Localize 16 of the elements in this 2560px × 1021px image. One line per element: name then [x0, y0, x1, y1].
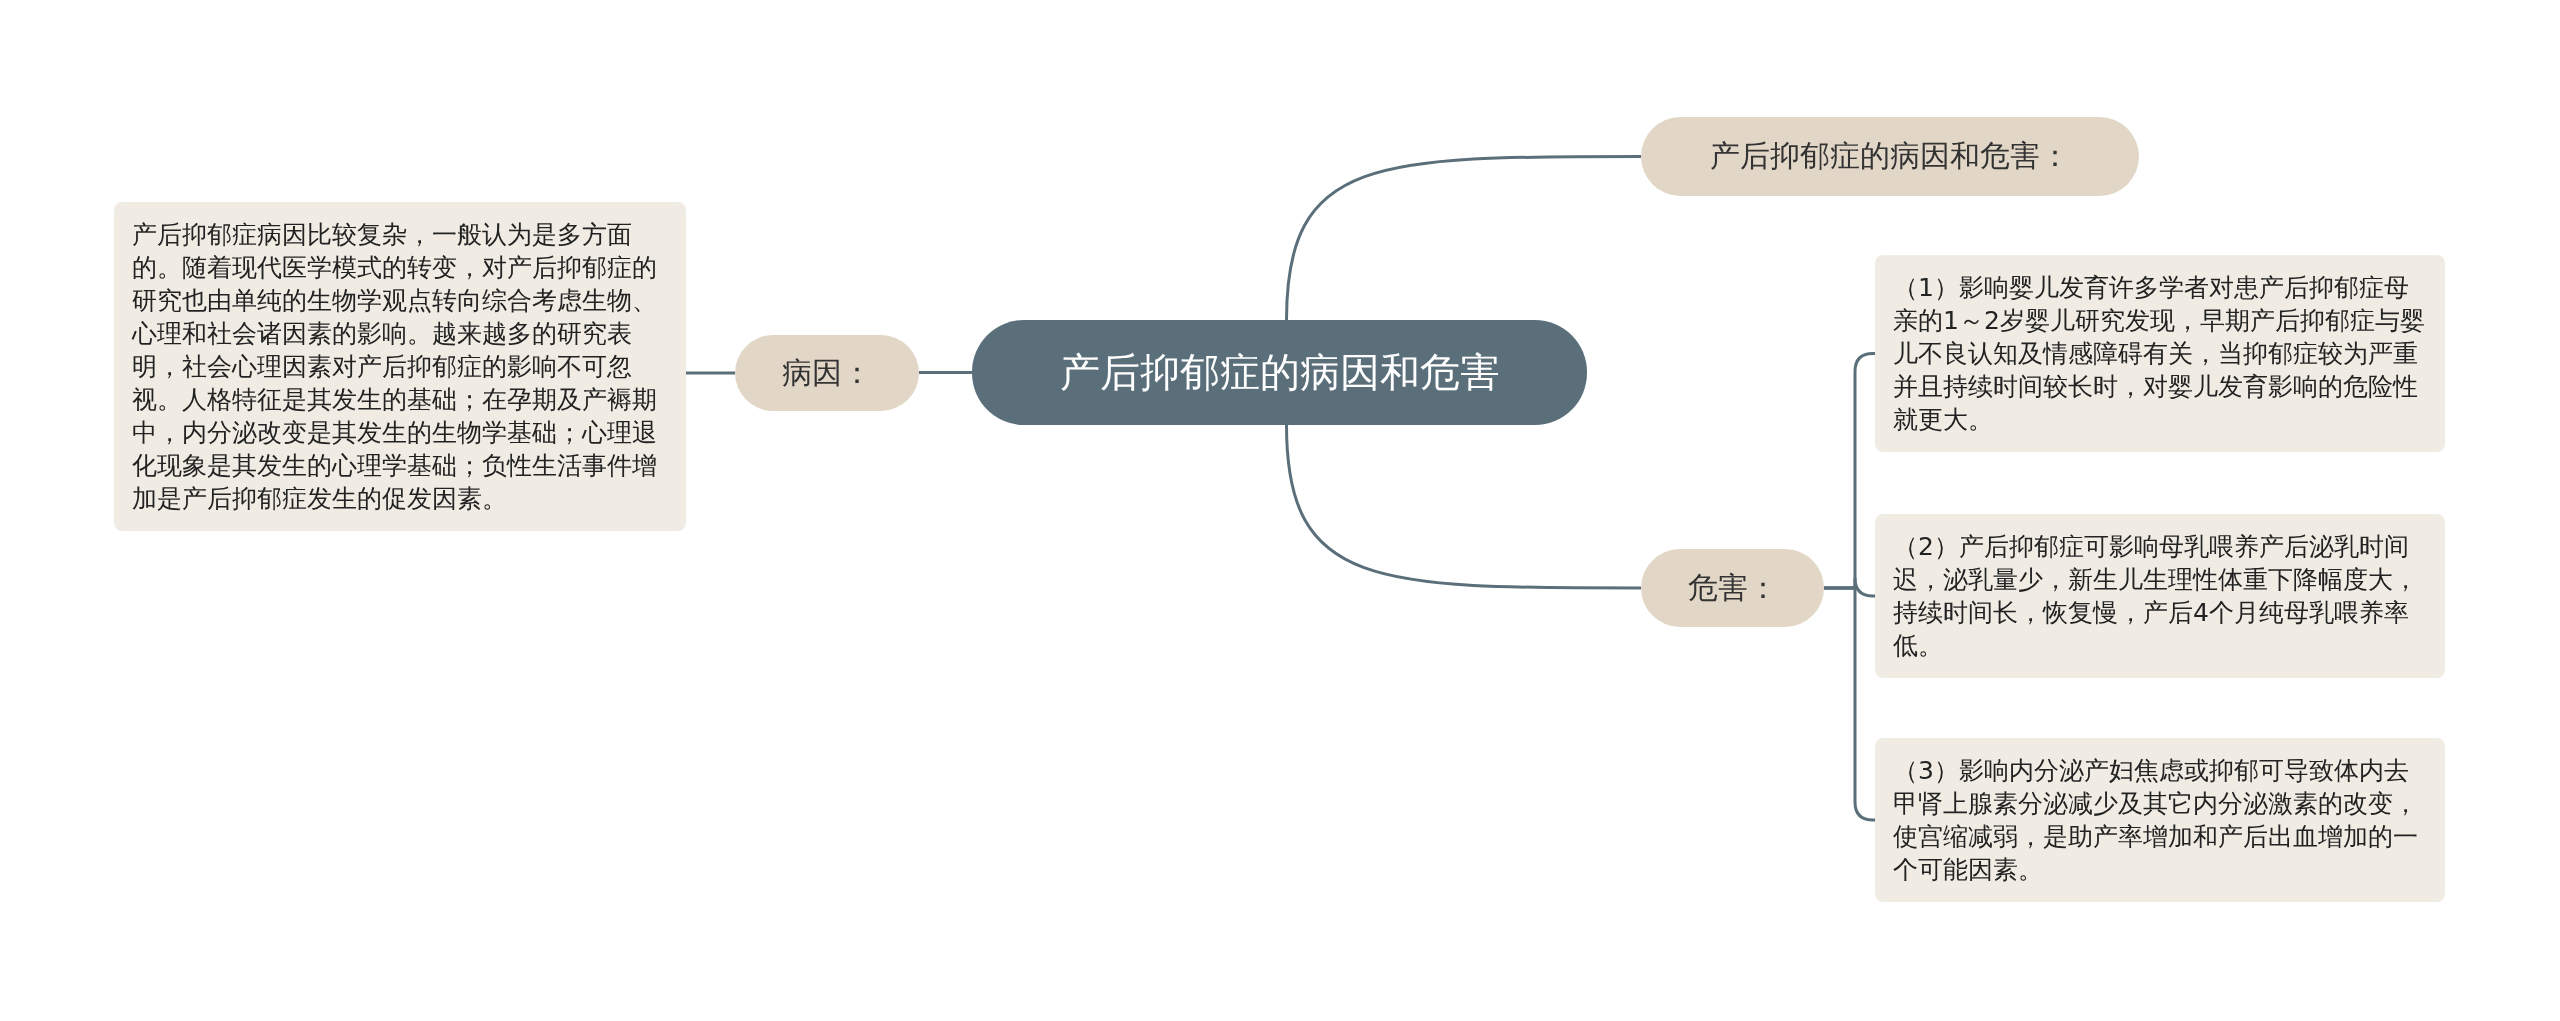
- text-card: [1875, 738, 2445, 902]
- topic-label: 病因：: [782, 353, 872, 392]
- paragraph: （2）产后抑郁症可影响母乳喂养产后泌乳时间迟，泌乳量少，新生儿生理性体重下降幅度大，持续时间长，恢复慢，产后4个月纯母乳喂养率低。: [1893, 531, 2419, 662]
- connector-line: [919, 371, 972, 374]
- topic-label: 产后抑郁症的病因和危害：: [1710, 137, 2070, 175]
- topic-label: 产后抑郁症的病因和危害: [1059, 348, 1500, 397]
- text-card: [1875, 514, 2445, 678]
- connector-line: [1285, 155, 1641, 321]
- paragraph: （1）影响婴儿发育许多学者对患产后抑郁症母亲的1～2岁婴儿研究发现，早期产后抑郁症与婴儿不良认知及情感障碍有关，当抑郁症较为严重并且持续时间较长时，对婴儿发育影响的危险性就更大。: [1893, 272, 2426, 436]
- text-card: [114, 202, 686, 531]
- text-card: [1875, 255, 2445, 452]
- connector-line: [1285, 424, 1641, 590]
- paragraph: （3）影响内分泌产妇焦虑或抑郁可导致体内去甲肾上腺素分泌减少及其它内分泌激素的改变，使宫缩减弱，是助产率增加和产后出血增加的一个可能因素。: [1893, 755, 2419, 886]
- paragraph: 产后抑郁症病因比较复杂，一般认为是多方面的。随着现代医学模式的转变，对产后抑郁症的研究也由单纯的生物学观点转向综合考虑生物、心理和社会诸因素的影响。越来越多的研究表明，社会心理因素对产后抑郁症的影响不可忽视。人格特征是其发生的基础；在孕期及产褥期中，内分泌改变是其发生的生物学基础；心理退化现象是其发生的心理学基础；负性生活事件增加是产后抑郁症发生的促发因素。: [132, 219, 658, 515]
- connector-line: [686, 371, 735, 375]
- topic-label: 危害：: [1687, 568, 1778, 607]
